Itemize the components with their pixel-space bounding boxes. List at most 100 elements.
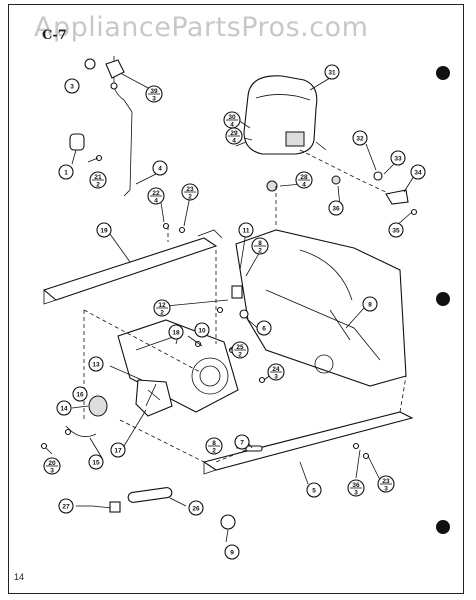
callout-number: 32 (356, 135, 364, 142)
callout-number: 4 (232, 138, 236, 145)
callout-circle (168, 324, 184, 340)
alignment-lines (83, 149, 407, 463)
callout-number: 18 (172, 329, 180, 336)
callout-number: 3 (354, 490, 358, 497)
callout-number: 16 (76, 391, 84, 398)
callout-circle (234, 434, 250, 450)
callout-number: 8 (258, 240, 262, 247)
callout-c35: 35 (388, 222, 404, 238)
callout-number: 39 (150, 88, 158, 95)
callout-number: 2 (160, 310, 164, 317)
callout-c36b: 363 (347, 479, 365, 497)
callout-circle (224, 544, 240, 560)
callout-number: 3 (50, 468, 54, 475)
bottom-rail (202, 411, 414, 475)
callout-number: 36 (352, 482, 360, 489)
callout-number: 28 (300, 174, 308, 181)
callout-circle (72, 386, 88, 402)
callout-number: 29 (230, 130, 238, 137)
callout-c11: 11 (238, 222, 254, 238)
callout-c24: 243 (267, 363, 285, 381)
callout-number: 24 (272, 366, 280, 373)
leader-lines (45, 73, 415, 543)
callout-number: 33 (394, 155, 402, 162)
callout-number: 23 (382, 478, 390, 485)
callout-circle (88, 454, 104, 470)
callout-number: 3 (152, 96, 156, 103)
callout-number: 34 (414, 169, 422, 176)
callout-number: 22 (152, 190, 160, 197)
callout-c8b: 82 (251, 237, 269, 255)
callout-circle (256, 320, 272, 336)
callout-c18: 18 (168, 324, 184, 340)
callout-c12: 122 (153, 299, 171, 317)
callout-number: 36 (332, 205, 340, 212)
callout-circle (152, 160, 168, 176)
callout-number: 5 (312, 487, 316, 494)
callout-number: 2 (96, 182, 100, 189)
callout-number: 11 (243, 227, 250, 234)
callout-number: 10 (198, 327, 206, 334)
callout-number: 6 (262, 325, 266, 332)
top-rail (42, 229, 223, 305)
callout-number: 4 (158, 165, 162, 172)
watermark: AppliancePartsPros.com (34, 12, 369, 43)
callout-number: 15 (92, 459, 100, 466)
drain-tube (91, 487, 173, 513)
callout-circle (56, 400, 72, 416)
fan-shroud (117, 319, 239, 413)
callout-c8a: 8 (362, 296, 378, 312)
callout-number: 2 (212, 448, 216, 455)
callout-number: 19 (100, 227, 108, 234)
grommet-3 (84, 58, 96, 70)
callout-c20: 203 (43, 457, 61, 475)
binder-hole-bottom (436, 520, 450, 534)
grommet-1 (69, 133, 85, 151)
callout-number: 9 (230, 549, 234, 556)
callout-circle (238, 222, 254, 238)
callout-number: 12 (158, 302, 166, 309)
callout-circle (352, 130, 368, 146)
callout-circle (390, 150, 406, 166)
callout-c29: 294 (225, 127, 243, 145)
callout-circle (388, 222, 404, 238)
callout-circle (194, 322, 210, 338)
callout-c27: 27 (58, 498, 74, 514)
callout-number: 3 (384, 486, 388, 493)
page-number: 14 (14, 572, 25, 582)
callout-circle (58, 498, 74, 514)
callout-circle (328, 200, 344, 216)
callout-c19: 19 (96, 222, 112, 238)
callout-number: 4 (302, 182, 306, 189)
callout-number: 8 (368, 301, 372, 308)
callout-c36a: 36 (328, 200, 344, 216)
callout-circle (58, 164, 74, 180)
callout-number: 21 (94, 174, 102, 181)
callout-c6: 6 (256, 320, 272, 336)
callout-c8c: 82 (205, 437, 223, 455)
callout-circle (88, 356, 104, 372)
callout-number: 7 (240, 439, 244, 446)
callout-c30: 304 (223, 111, 241, 129)
callout-c9: 9 (224, 544, 240, 560)
fan-motor (135, 379, 173, 417)
callout-c10: 10 (194, 322, 210, 338)
callout-number: 2 (188, 194, 192, 201)
fan-blade-16 (88, 395, 108, 417)
callout-circle (362, 296, 378, 312)
callout-c15: 15 (88, 454, 104, 470)
callout-number: 4 (230, 122, 234, 129)
callout-c31: 31 (324, 64, 340, 80)
callout-c14: 14 (56, 400, 72, 416)
callout-c22: 224 (147, 187, 165, 205)
callout-c33: 33 (390, 150, 406, 166)
foot-9 (220, 514, 236, 530)
callout-number: 3 (274, 374, 278, 381)
callout-c5: 5 (306, 482, 322, 498)
callout-c23a: 232 (181, 183, 199, 201)
callout-c16: 16 (72, 386, 88, 402)
section-label: C-7 (42, 28, 67, 43)
callout-c7: 7 (234, 434, 250, 450)
compressor (235, 75, 327, 155)
